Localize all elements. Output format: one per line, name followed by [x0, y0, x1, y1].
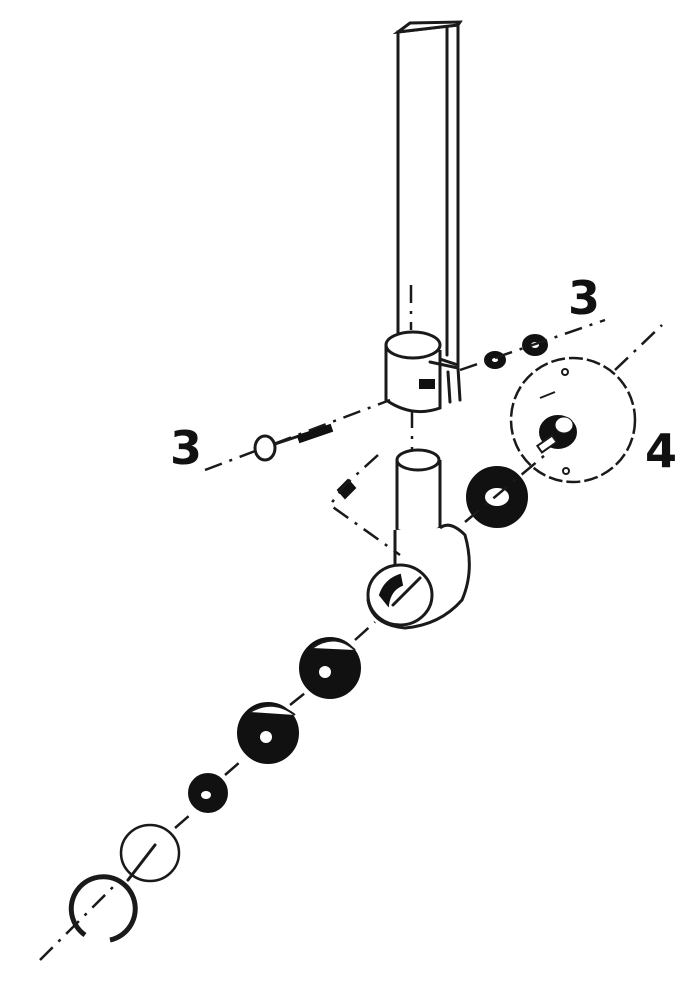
- callout-4-right: 4: [645, 424, 678, 478]
- spring-pin: [328, 454, 401, 557]
- tube-clamp-collar: [384, 330, 462, 455]
- wheel-hub-plate: [509, 324, 663, 484]
- callout-3-left: 3: [170, 421, 203, 475]
- clamp-nuts: [459, 318, 606, 372]
- bearing-small: [188, 761, 241, 813]
- retaining-ring: [39, 874, 138, 961]
- bearing-medium: [237, 692, 306, 764]
- elbow-fitting: [366, 448, 471, 630]
- flat-washer: [119, 814, 191, 883]
- bearing-large: [299, 621, 376, 699]
- callout-3-upper: 3: [568, 271, 601, 325]
- black-washer: [464, 454, 546, 528]
- vertical-square-tube: [392, 20, 463, 368]
- clamp-bolt: [204, 398, 391, 472]
